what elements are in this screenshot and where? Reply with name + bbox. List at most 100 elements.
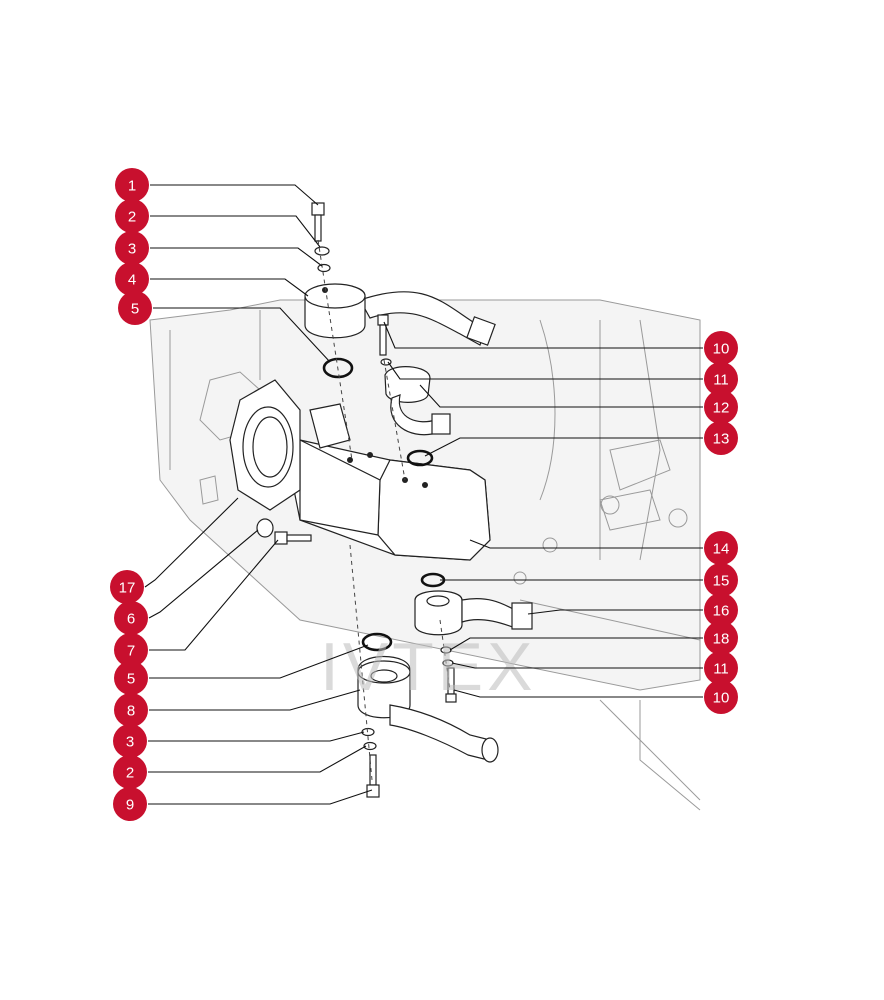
callout-label: 5: [127, 671, 135, 688]
callout-badge: [704, 331, 738, 365]
leader-line-10: [383, 321, 703, 349]
callout-16: 16: [704, 593, 738, 627]
callout-label: 3: [128, 241, 136, 258]
leader-line-14: [469, 539, 703, 549]
callout-15: 15: [704, 563, 738, 597]
callout-badge: [704, 390, 738, 424]
flange-gasket: [229, 379, 301, 511]
callout-badge: [114, 661, 148, 695]
leader-line-9: [148, 789, 373, 805]
callout-badge: [704, 563, 738, 597]
callout-badge: [704, 680, 738, 714]
leader-line-10: [453, 689, 703, 698]
bottom-coolant-connector: [357, 655, 499, 763]
callout-badge: [704, 531, 738, 565]
leader-line-3: [150, 247, 323, 267]
callout-label: 18: [713, 631, 730, 648]
callout-label: 1: [128, 178, 136, 195]
callout-4: 4: [115, 262, 149, 296]
callout-14: 14: [704, 531, 738, 565]
callout-badge: [114, 601, 148, 635]
callout-label: 11: [713, 372, 729, 389]
leader-line-11: [451, 662, 703, 669]
callout-label: 12: [713, 400, 730, 417]
callout-10: 10: [704, 680, 738, 714]
callout-12: 12: [704, 390, 738, 424]
callout-badge: [115, 231, 149, 265]
leader-line-17: [144, 497, 239, 588]
callout-badge: [114, 693, 148, 727]
callout-badge: [113, 755, 147, 789]
callout-label: 2: [126, 765, 134, 782]
callout-badge: [113, 724, 147, 758]
callout-label: 8: [127, 703, 135, 720]
leader-line-5: [149, 644, 369, 679]
callout-label: 17: [119, 580, 136, 597]
leader-line-5: [153, 307, 331, 363]
callout-label: 6: [127, 611, 135, 628]
callout-1: 1: [115, 168, 149, 202]
callout-badge: [110, 570, 144, 604]
callout-badge: [115, 262, 149, 296]
leader-lines: [144, 184, 703, 805]
fasteners: [256, 202, 457, 798]
callout-5: 5: [118, 291, 152, 325]
callout-5: 5: [114, 661, 148, 695]
callout-label: 2: [128, 209, 136, 226]
callout-label: 16: [713, 603, 730, 620]
leader-line-4: [150, 278, 309, 297]
leader-line-12: [419, 384, 703, 408]
callout-8: 8: [114, 693, 148, 727]
leader-line-3: [148, 731, 365, 742]
callout-label: 13: [713, 431, 730, 448]
leader-line-7: [149, 539, 279, 651]
leader-line-13: [424, 437, 703, 457]
callout-badge: [704, 362, 738, 396]
callout-17: 17: [110, 570, 144, 604]
callout-badge: [114, 633, 148, 667]
leader-line-2: [150, 215, 321, 248]
lower-right-connector: [414, 590, 533, 636]
callout-2: 2: [113, 755, 147, 789]
callout-3: 3: [113, 724, 147, 758]
callout-label: 3: [126, 734, 134, 751]
callout-badge: [704, 651, 738, 685]
leader-line-2: [148, 745, 367, 773]
callout-badge: [704, 621, 738, 655]
callout-3: 3: [115, 231, 149, 265]
leader-line-8: [149, 689, 361, 711]
callout-badge: [113, 787, 147, 821]
alignment-lines: [317, 239, 451, 781]
upper-small-connector: [384, 366, 451, 436]
callout-label: 5: [131, 301, 139, 318]
callout-11: 11: [704, 362, 738, 396]
callout-label: 7: [127, 643, 135, 660]
callout-label: 10: [713, 690, 730, 707]
callout-13: 13: [704, 421, 738, 455]
callout-label: 14: [713, 541, 730, 558]
callout-label: 11: [713, 661, 729, 678]
callout-badge: [115, 199, 149, 233]
top-coolant-connector: [304, 283, 496, 346]
callout-label: 15: [713, 573, 730, 590]
leader-line-11: [387, 361, 703, 380]
callout-badge: [704, 593, 738, 627]
callout-badge: [115, 168, 149, 202]
callout-9: 9: [113, 787, 147, 821]
callout-6: 6: [114, 601, 148, 635]
callout-7: 7: [114, 633, 148, 667]
leader-line-1: [150, 184, 319, 206]
callout-badge: [118, 291, 152, 325]
callout-label: 10: [713, 341, 730, 358]
callout-10: 10: [704, 331, 738, 365]
callout-2: 2: [115, 199, 149, 233]
callout-label: 9: [126, 797, 134, 814]
leader-line-18: [449, 637, 703, 651]
callout-11: 11: [704, 651, 738, 685]
watermark-text: IVTEX: [320, 629, 537, 705]
leader-line-16: [527, 609, 703, 615]
callout-label: 4: [128, 272, 136, 289]
leader-line-6: [148, 529, 259, 619]
